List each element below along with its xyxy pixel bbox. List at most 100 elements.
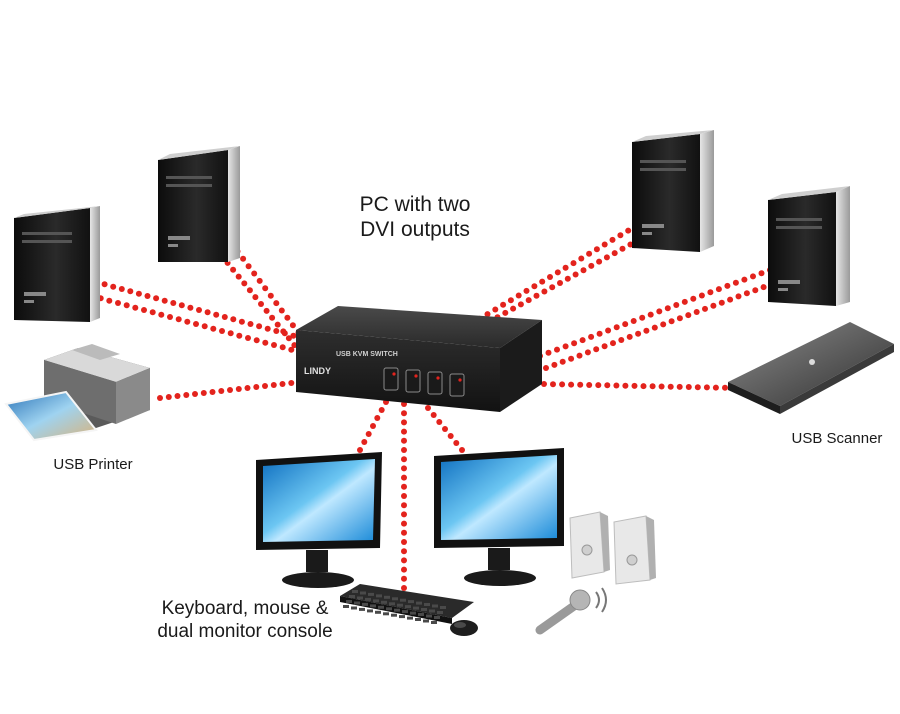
cable-dot [258,301,264,307]
cable-dot [289,322,296,329]
cable-dot [230,316,237,323]
keyboard-key [424,603,430,606]
keyboard-key [416,601,422,605]
cable-dot [694,384,701,391]
cable-dot [401,539,407,545]
cable-dot [568,381,575,388]
cable-dot [545,349,552,356]
cable-dot [502,309,509,316]
cable-dot [247,321,254,327]
keyboard-key [373,599,379,603]
cable-dot [622,321,629,328]
cable-dot [718,299,725,306]
cable-dot [639,314,646,321]
pc-tower-icon [768,186,850,306]
keyboard-key [405,605,411,609]
cable-dot [640,383,647,390]
cable-dot [541,288,548,295]
cable-dot [550,381,556,388]
cable-dot [374,415,381,421]
cable-dot [279,381,286,387]
cable-dot [578,255,585,262]
keyboard-key [360,591,366,595]
cable-dot [430,412,437,418]
cable-dot [543,365,549,371]
cable-dot [135,290,142,297]
cable-dot [401,566,407,573]
cable-dot [570,260,577,267]
cable-dot [760,284,767,291]
keyboard-key [383,612,389,616]
cable-dot [630,318,637,324]
cable-dot [533,292,540,299]
keyboard-key [437,611,443,614]
cable-dot [549,284,556,291]
cable-dot [110,283,117,290]
cable-dot [442,426,448,432]
cable-dot [290,332,297,339]
cable-dot [227,330,234,337]
cable-dot [401,456,407,463]
cable-dot [523,287,530,294]
cable-dot [656,308,663,315]
cable-dot [209,389,216,395]
cable-dot [617,232,624,239]
speaker-icon [613,515,656,585]
cable-dot [170,300,177,306]
keyboard-key [429,609,435,613]
cable-dot [235,386,242,392]
keyboard-key [378,605,384,609]
cable-dot [274,321,281,328]
cable-dot [288,380,295,386]
cable-dot [609,236,616,243]
cable-dot [515,292,522,299]
cable-dot [525,297,532,304]
cable-dot [604,382,611,389]
keyboard-key [402,610,408,614]
cable-dot [710,302,717,309]
keyboard-key [352,590,358,593]
cable-dot [288,346,295,353]
cable-dot [158,311,165,318]
console-label-line2: dual monitor console [157,620,333,642]
pc-label: PC with two DVI outputs [330,192,500,242]
cable-dot [401,502,407,509]
cable-dot [588,333,595,340]
cable-dot [161,297,168,304]
keyboard-key [354,601,360,605]
cable-dot [668,318,675,325]
keyboard-key [375,610,381,614]
cable-dot [401,529,407,536]
cable-dot [115,300,121,306]
cable-dot [613,324,620,331]
cable-dot [153,295,160,302]
pc-label-line2: DVI outputs [360,218,470,242]
cable-dot [517,301,524,308]
cable-dot [660,321,667,328]
keyboard-key [370,604,376,608]
cable-dot [218,388,225,394]
cable-dot [447,433,454,439]
cable-dot [676,383,683,390]
cable-dot [210,325,217,332]
cable-dot [241,280,248,287]
cable-dot [703,384,710,391]
cable-dot [245,263,252,270]
keyboard-key [365,597,371,601]
cable-dot [735,293,742,300]
cable-dot [178,302,185,309]
cable-dot [732,279,739,286]
cable-dot [101,281,108,288]
cable-dot [436,419,443,425]
cable-dot [539,278,546,285]
cable-dot [251,270,258,277]
scanner-label: USB Scanner [791,430,883,447]
cable-dot [724,282,731,289]
cable-dot [685,384,692,390]
cable-dot [507,297,514,304]
keyboard-key [413,606,419,610]
keyboard-key [431,621,437,624]
cable-dot [667,383,674,390]
cable-dot [658,383,665,390]
cable-dot [557,280,563,286]
